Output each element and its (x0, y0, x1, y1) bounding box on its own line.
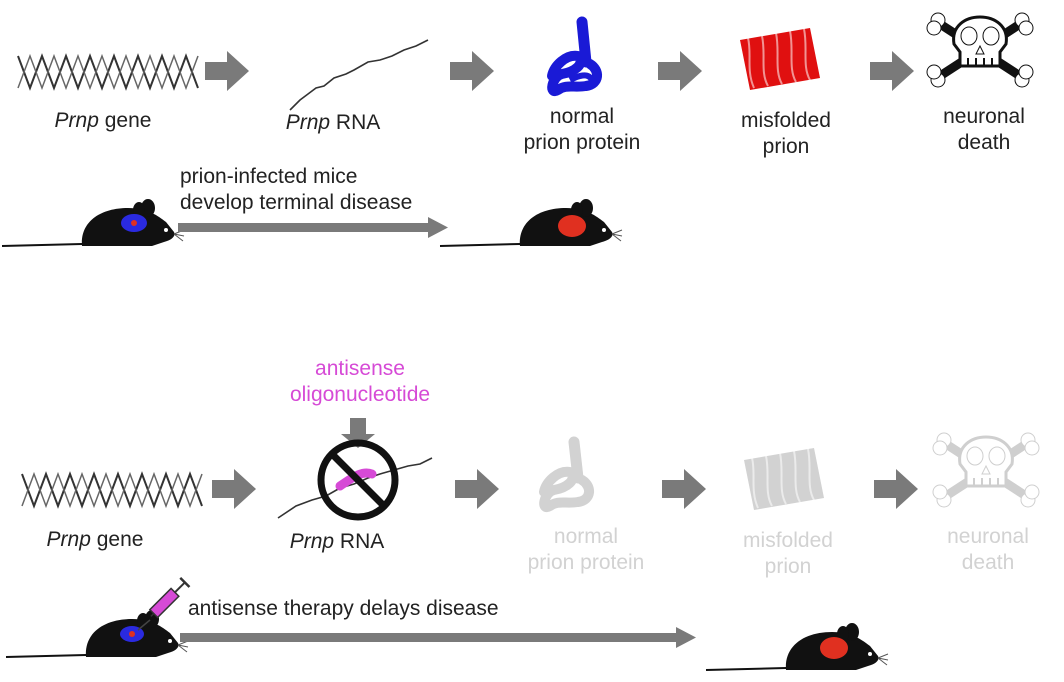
top-arrow-1 (205, 51, 249, 91)
top-arrow-2 (450, 51, 494, 91)
bottom-gene-label: Prnp gene (46, 528, 144, 551)
bottom-arrow-2 (455, 469, 499, 509)
top-mouse-diseased-icon (439, 198, 623, 247)
top-arrow-4 (870, 51, 914, 91)
bottom-long-arrow (180, 627, 696, 648)
bottom-mouse-caption: antisense therapy delays disease (188, 597, 499, 620)
top-arrow-3 (658, 51, 702, 91)
bottom-arrow-3 (662, 469, 706, 509)
bottom-dna-helix-icon (21, 473, 203, 507)
top-mouse-healthy-icon (1, 198, 185, 247)
bottom-arrow-4 (874, 469, 918, 509)
bottom-rna-label: Prnp RNA (289, 530, 385, 553)
top-protein-icon (547, 16, 602, 97)
top-dna-helix-icon (17, 55, 199, 89)
bottom-misfolded-prion-icon-faded (743, 447, 825, 511)
top-rna-strand-icon (289, 39, 429, 111)
top-gene-label: Prnp gene (54, 109, 152, 132)
bottom-prohibition-icon (277, 439, 433, 521)
top-rna-label: Prnp RNA (285, 111, 381, 134)
top-long-arrow (178, 217, 448, 238)
top-skull-crossbones-icon (927, 13, 1033, 87)
bottom-syringe-icon (137, 576, 191, 631)
bottom-mouse-diseased-icon (705, 622, 889, 671)
bottom-skull-crossbones-icon-faded (933, 433, 1039, 507)
bottom-mouse-treated-icon (5, 609, 189, 658)
top-misfolded-prion-icon (739, 27, 821, 91)
bottom-protein-icon-faded (539, 436, 594, 513)
bottom-arrow-1 (212, 469, 256, 509)
